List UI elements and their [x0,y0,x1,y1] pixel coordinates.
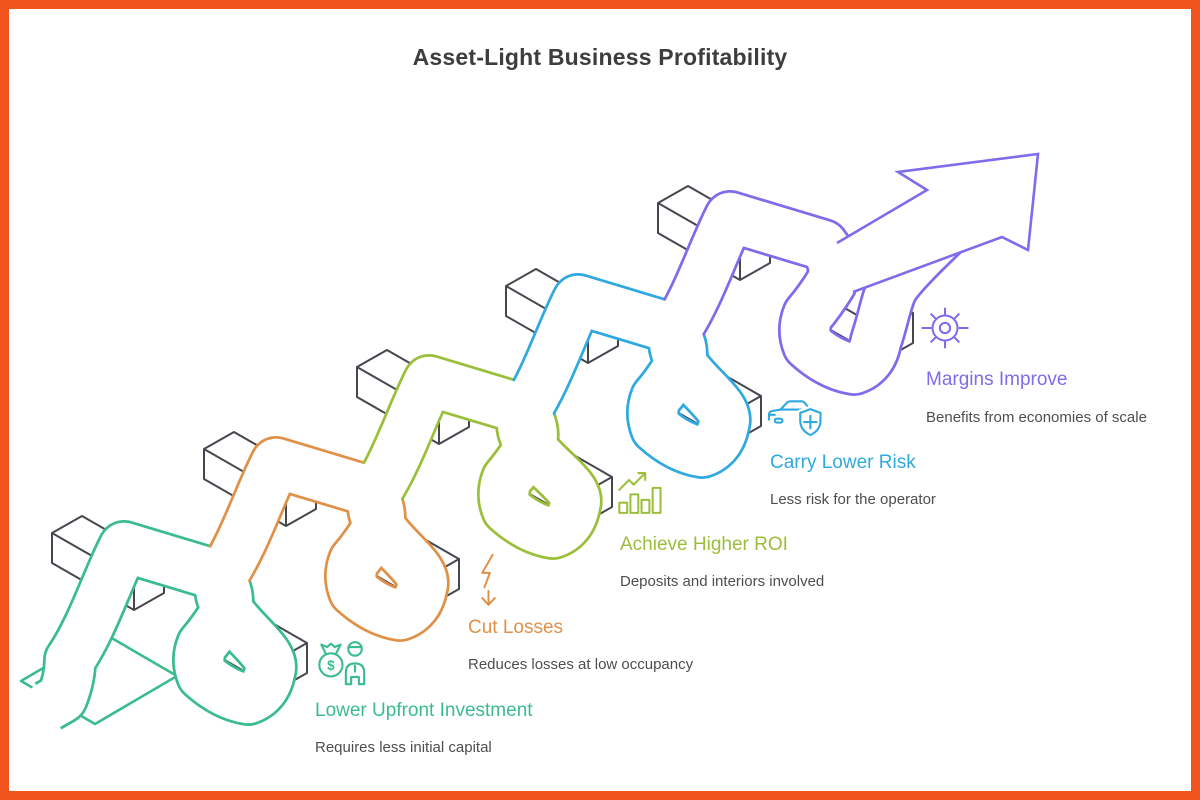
svg-text:$: $ [327,658,335,673]
stage-description: Requires less initial capital [315,739,492,756]
stage-description: Benefits from economies of scale [926,409,1147,426]
stage-label: Cut Losses [468,617,564,638]
growth-arrow [836,152,1040,294]
ribbon-body [23,192,980,731]
bar-chart-growth-icon [617,469,667,516]
wheel-icon [920,303,970,353]
stage-label: Achieve Higher ROI [620,534,788,555]
stage-description: Less risk for the operator [770,491,936,508]
money-person-icon: $ [315,634,369,688]
stage-label: Lower Upfront Investment [315,700,533,721]
stage-description: Reduces losses at low occupancy [468,656,694,673]
lightning-down-icon [475,553,502,609]
car-shield-icon [766,385,822,437]
stage-label: Carry Lower Risk [770,452,916,473]
isometric-blocks [51,185,914,691]
page-title: Asset-Light Business Profitability [412,44,788,70]
stage-description: Deposits and interiors involved [620,573,825,590]
stage-label: Margins Improve [926,369,1068,390]
